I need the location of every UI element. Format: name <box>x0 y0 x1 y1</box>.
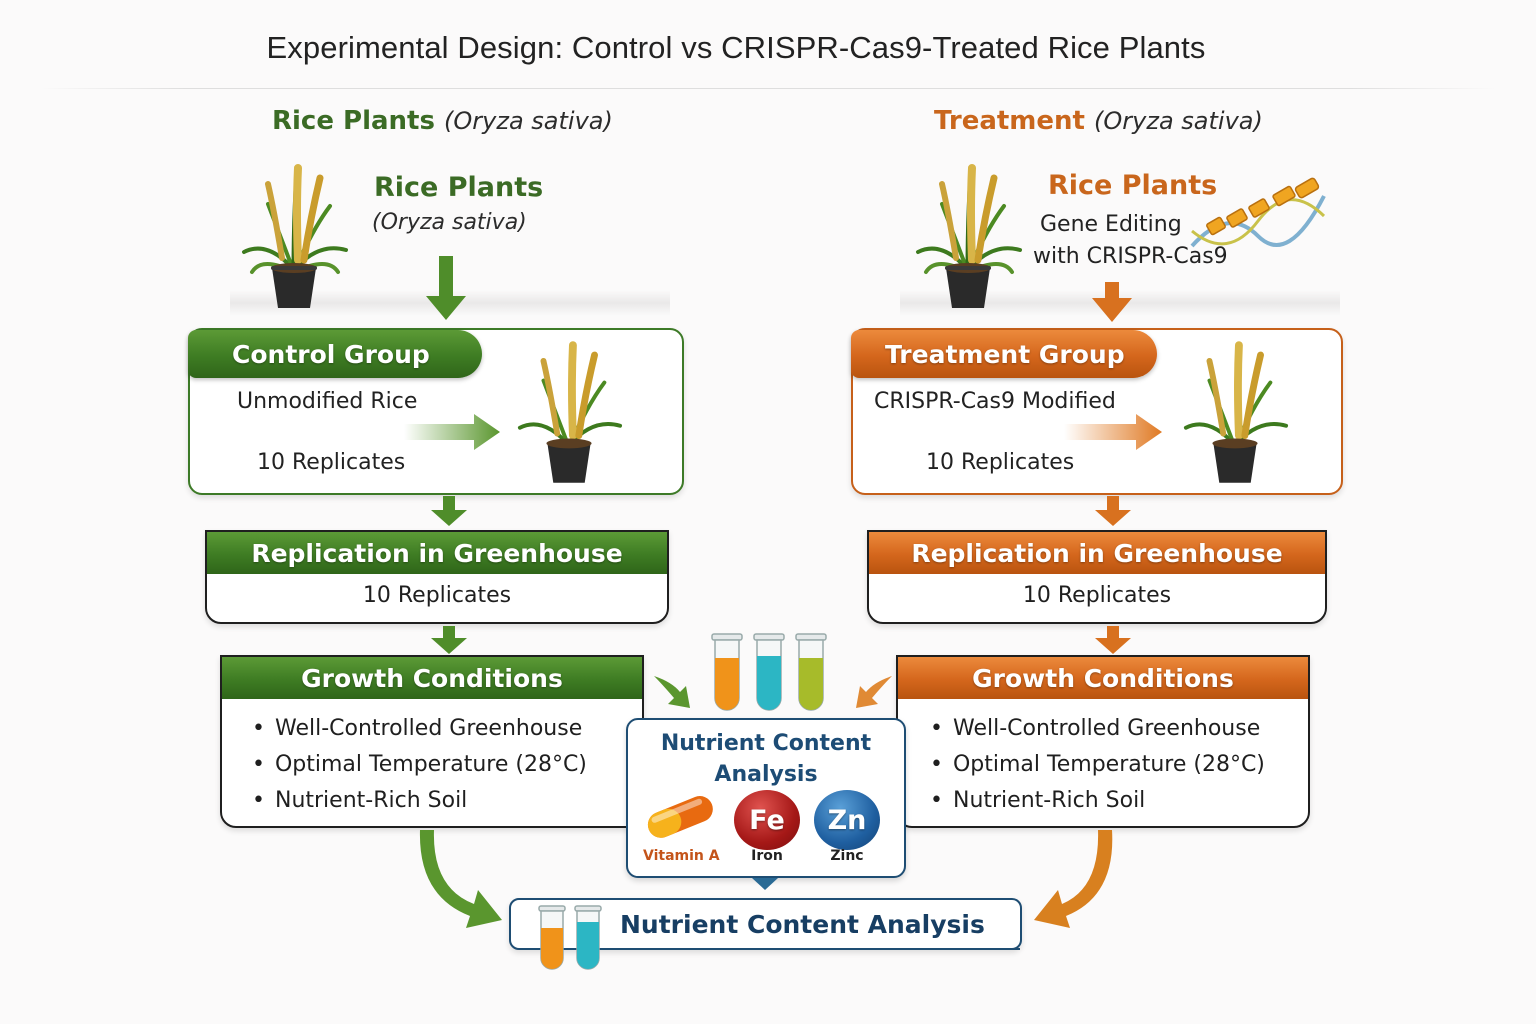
control-growth-list: Well-Controlled Greenhouse Optimal Tempe… <box>222 699 642 819</box>
control-column-heading: Rice Plants (Oryza sativa) <box>272 106 613 136</box>
iron-symbol: Fe <box>749 804 785 836</box>
arrow-down-icon <box>431 496 467 526</box>
growth-condition-item: Well-Controlled Greenhouse <box>252 711 642 747</box>
arrow-down-icon <box>1095 626 1131 654</box>
nutrient-analysis-title: Nutrient Content Analysis <box>628 728 904 790</box>
control-heading-label: Rice Plants <box>272 106 435 136</box>
control-group-label: Control Group <box>232 339 430 369</box>
pointer-down-icon <box>752 878 778 890</box>
arrow-diagonal-icon <box>856 676 892 708</box>
iron-label: Iron <box>751 848 783 864</box>
zinc-symbol: Zn <box>827 804 867 836</box>
rice-plant-icon <box>912 160 1024 310</box>
control-group-replicates: 10 Replicates <box>257 450 406 475</box>
treatment-replication-body: 10 Replicates <box>869 574 1325 616</box>
rice-plant-icon <box>238 160 350 310</box>
arrow-down-icon <box>1095 496 1131 526</box>
arrow-down-icon <box>431 626 467 654</box>
treatment-replication-value: 10 Replicates <box>1022 582 1172 608</box>
control-source-species: (Oryza sativa) <box>372 210 527 235</box>
control-group-header: Control Group <box>188 330 482 378</box>
control-growth-header: Growth Conditions <box>222 657 642 699</box>
treatment-group-replicates: 10 Replicates <box>926 450 1075 475</box>
arrow-diagonal-icon <box>654 676 690 708</box>
growth-condition-item: Well-Controlled Greenhouse <box>930 711 1308 747</box>
arrow-curved-icon <box>419 830 502 928</box>
treatment-growth-panel: Growth Conditions Well-Controlled Greenh… <box>896 655 1310 828</box>
treatment-replication-panel: Replication in Greenhouse 10 Replicates <box>867 530 1327 624</box>
control-growth-panel: Growth Conditions Well-Controlled Greenh… <box>220 655 644 828</box>
control-replication-title: Replication in Greenhouse <box>251 538 623 568</box>
control-replication-value: 10 Replicates <box>362 582 512 608</box>
treatment-group-description: CRISPR-Cas9 Modified <box>874 389 1116 414</box>
treatment-heading-species: (Oryza sativa) <box>1094 107 1263 135</box>
zinc-element-icon: Zn <box>814 790 880 850</box>
control-replication-panel: Replication in Greenhouse 10 Replicates <box>205 530 669 624</box>
treatment-growth-title: Growth Conditions <box>972 663 1234 693</box>
control-replication-header: Replication in Greenhouse <box>207 532 667 574</box>
final-analysis-title: Nutrient Content Analysis <box>620 910 985 939</box>
treatment-growth-list: Well-Controlled Greenhouse Optimal Tempe… <box>898 699 1308 819</box>
final-underline <box>620 948 1020 950</box>
test-tubes-icon <box>535 904 607 970</box>
treatment-group-header: Treatment Group <box>851 330 1157 378</box>
treatment-source-line2: with CRISPR-Cas9 <box>1033 244 1228 269</box>
control-source-title: Rice Plants <box>374 172 544 203</box>
rice-plant-icon <box>1180 336 1290 486</box>
growth-condition-item: Nutrient-Rich Soil <box>252 783 642 819</box>
growth-condition-item: Optimal Temperature (28°C) <box>252 747 642 783</box>
title-divider <box>40 88 1496 89</box>
growth-condition-item: Optimal Temperature (28°C) <box>930 747 1308 783</box>
vitamin-a-label: Vitamin A <box>643 848 720 864</box>
crispr-dna-icon <box>1188 176 1328 266</box>
diagram-title: Experimental Design: Control vs CRISPR-C… <box>266 30 1206 65</box>
treatment-heading-label: Treatment <box>934 106 1085 136</box>
control-replication-body: 10 Replicates <box>207 574 667 616</box>
treatment-group-label: Treatment Group <box>885 339 1125 369</box>
iron-element-icon: Fe <box>734 790 800 850</box>
arrow-curved-icon <box>1034 830 1113 928</box>
test-tubes-icon <box>708 632 832 714</box>
treatment-replication-header: Replication in Greenhouse <box>869 532 1325 574</box>
rice-plant-icon <box>514 336 624 486</box>
treatment-column-heading: Treatment (Oryza sativa) <box>934 106 1263 136</box>
control-group-description: Unmodified Rice <box>237 389 418 414</box>
zinc-label: Zinc <box>830 848 864 864</box>
capsule-icon <box>642 790 718 842</box>
growth-condition-item: Nutrient-Rich Soil <box>930 783 1308 819</box>
treatment-growth-header: Growth Conditions <box>898 657 1308 699</box>
treatment-source-line1: Gene Editing <box>1040 212 1182 237</box>
treatment-replication-title: Replication in Greenhouse <box>911 538 1283 568</box>
control-heading-species: (Oryza sativa) <box>444 107 613 135</box>
treatment-source-title: Rice Plants <box>1048 170 1218 201</box>
control-growth-title: Growth Conditions <box>301 663 563 693</box>
nutrient-analysis-title-line1: Nutrient Content <box>660 731 872 756</box>
nutrient-analysis-title-line2: Analysis <box>714 762 818 787</box>
